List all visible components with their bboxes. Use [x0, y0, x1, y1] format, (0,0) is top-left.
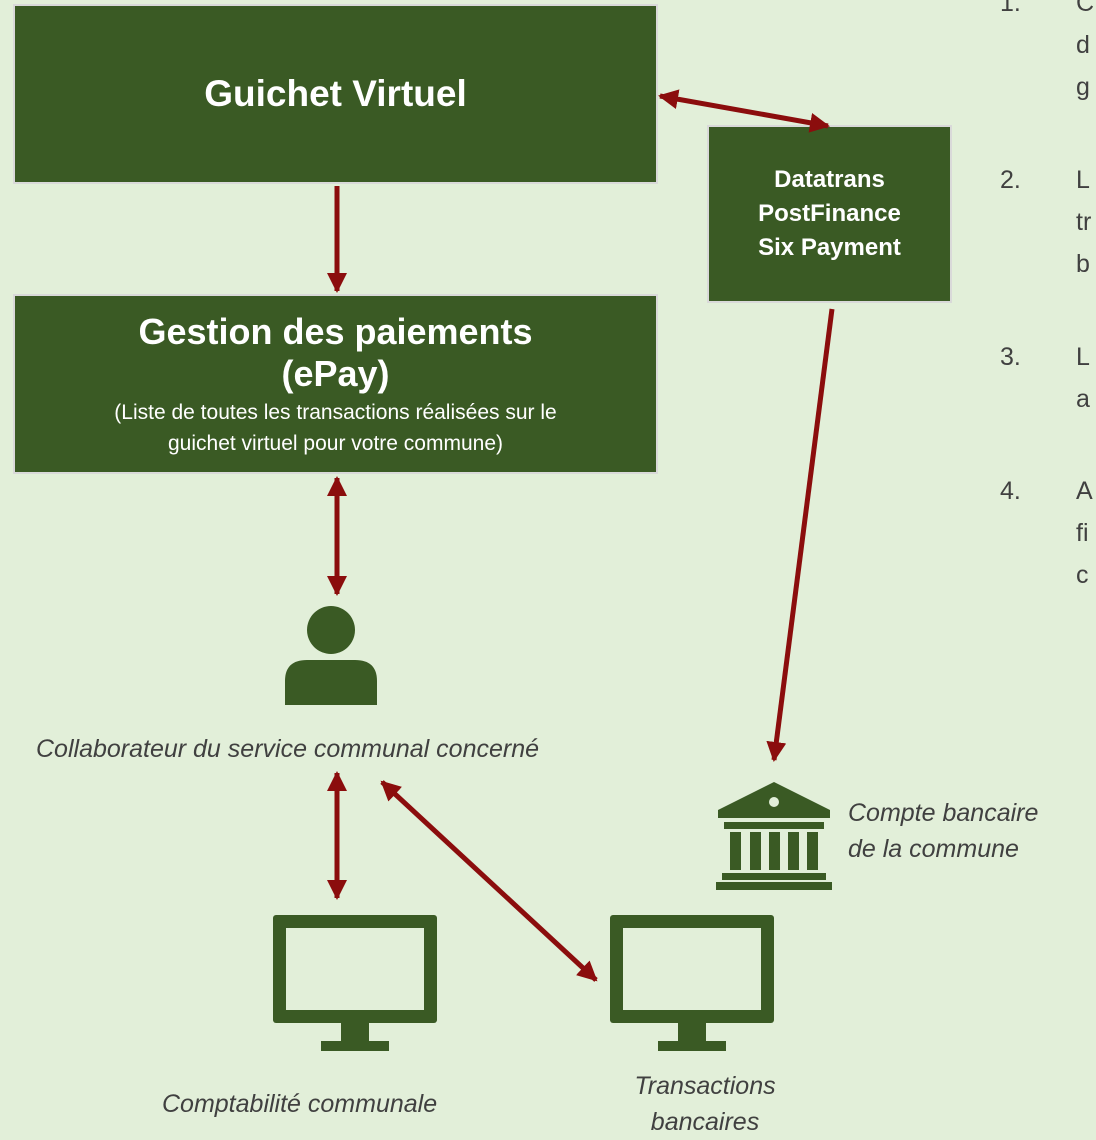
provider-postfinance: PostFinance: [758, 200, 901, 227]
compte-line1: Compte bancaire: [848, 799, 1039, 827]
list-number: 1.: [1000, 0, 1021, 17]
provider-datatrans: Datatrans: [774, 166, 885, 193]
list-text: c: [1076, 561, 1089, 589]
compte-line2: de la commune: [848, 835, 1019, 863]
list-text: L: [1076, 343, 1090, 371]
list-number: 2.: [1000, 166, 1021, 194]
collaborateur-label: Collaborateur du service communal concer…: [36, 735, 540, 763]
bank-icon: [716, 782, 832, 890]
list-item-1: 1. C d g: [1000, 0, 1094, 108]
list-text: tr: [1076, 208, 1092, 236]
guichet-virtuel-box: Guichet Virtuel: [13, 4, 658, 184]
list-text: g: [1076, 73, 1090, 101]
list-number: 3.: [1000, 343, 1021, 371]
monitor-icon: [273, 915, 437, 1051]
transactions-line2: bancaires: [650, 1108, 760, 1136]
gestion-desc-line2: guichet virtuel pour votre commune): [168, 432, 503, 455]
arrow-guichet-datatrans: [658, 89, 830, 133]
list-item-2: 2. L tr b: [1000, 159, 1091, 285]
provider-six-payment: Six Payment: [758, 234, 901, 261]
list-text: fi: [1076, 519, 1089, 547]
compte-bancaire-label: Compte bancaire de la commune: [848, 795, 1038, 867]
transactions-label: Transactions bancaires: [610, 1068, 800, 1140]
gestion-title-line1: Gestion des paiements: [138, 311, 533, 352]
gestion-paiements-box: Gestion des paiements (ePay) (Liste de t…: [13, 294, 658, 474]
list-text: a: [1076, 385, 1090, 413]
gestion-desc-line1: (Liste de toutes les transactions réalis…: [114, 401, 557, 424]
list-number: 4.: [1000, 477, 1021, 505]
comptabilite-label: Comptabilité communale: [162, 1090, 438, 1118]
transactions-line1: Transactions: [634, 1072, 776, 1100]
guichet-virtuel-label: Guichet Virtuel: [204, 73, 467, 114]
monitor-icon: [610, 915, 774, 1051]
list-text: A: [1076, 477, 1093, 505]
arrow-datatrans-compte: [766, 308, 835, 762]
list-item-4: 4. A fi c: [1000, 470, 1093, 596]
arrow-collaborateur-transactions: [380, 780, 598, 982]
gestion-title-line2: (ePay): [281, 353, 390, 394]
list-text: C: [1076, 0, 1095, 17]
person-icon: [285, 606, 377, 705]
list-text: d: [1076, 31, 1090, 59]
payment-providers-box: Datatrans PostFinance Six Payment: [707, 125, 952, 303]
list-text: b: [1076, 250, 1090, 278]
list-text: L: [1076, 166, 1090, 194]
list-item-3: 3. L a: [1000, 336, 1090, 420]
